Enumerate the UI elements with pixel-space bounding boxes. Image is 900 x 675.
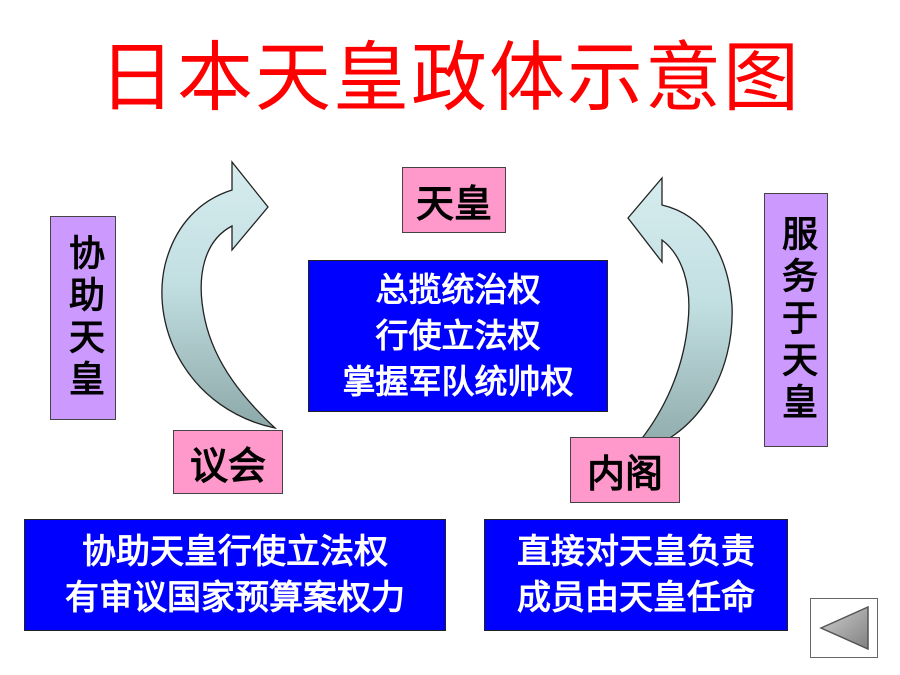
left-curved-arrow (161, 160, 278, 430)
right-curved-arrow (626, 176, 733, 457)
cabinet-role-label: 服务于天皇 (776, 215, 817, 425)
cabinet-role-box: 服务于天皇 (764, 193, 828, 447)
diet-powers-box: 协助天皇行使立法权 有审议国家预算案权力 (24, 519, 446, 631)
diet-box: 议会 (173, 430, 283, 494)
emperor-powers-box: 总揽统治权 行使立法权 掌握军队统帅权 (308, 260, 608, 412)
diet-label: 议会 (189, 443, 266, 488)
emperor-box: 天皇 (402, 167, 506, 233)
emperor-power-3: 掌握军队统帅权 (342, 362, 574, 401)
emperor-power-2: 行使立法权 (375, 316, 541, 355)
emperor-label: 天皇 (415, 181, 492, 226)
diet-power-2: 有审议国家预算案权力 (65, 578, 405, 618)
emperor-power-1: 总揽统治权 (375, 270, 541, 309)
cabinet-power-1: 直接对天皇负责 (517, 532, 755, 572)
diet-role-label: 协助天皇 (63, 234, 104, 402)
page-title: 日本天皇政体示意图 (99, 33, 801, 122)
cabinet-box: 内阁 (570, 437, 680, 503)
diet-power-1: 协助天皇行使立法权 (82, 532, 388, 572)
cabinet-power-2: 成员由天皇任命 (517, 578, 755, 618)
back-button[interactable] (810, 598, 878, 658)
diet-role-box: 协助天皇 (50, 216, 116, 420)
cabinet-powers-box: 直接对天皇负责 成员由天皇任命 (484, 519, 788, 631)
cabinet-label: 内阁 (586, 451, 663, 496)
back-triangle-icon (819, 605, 869, 651)
